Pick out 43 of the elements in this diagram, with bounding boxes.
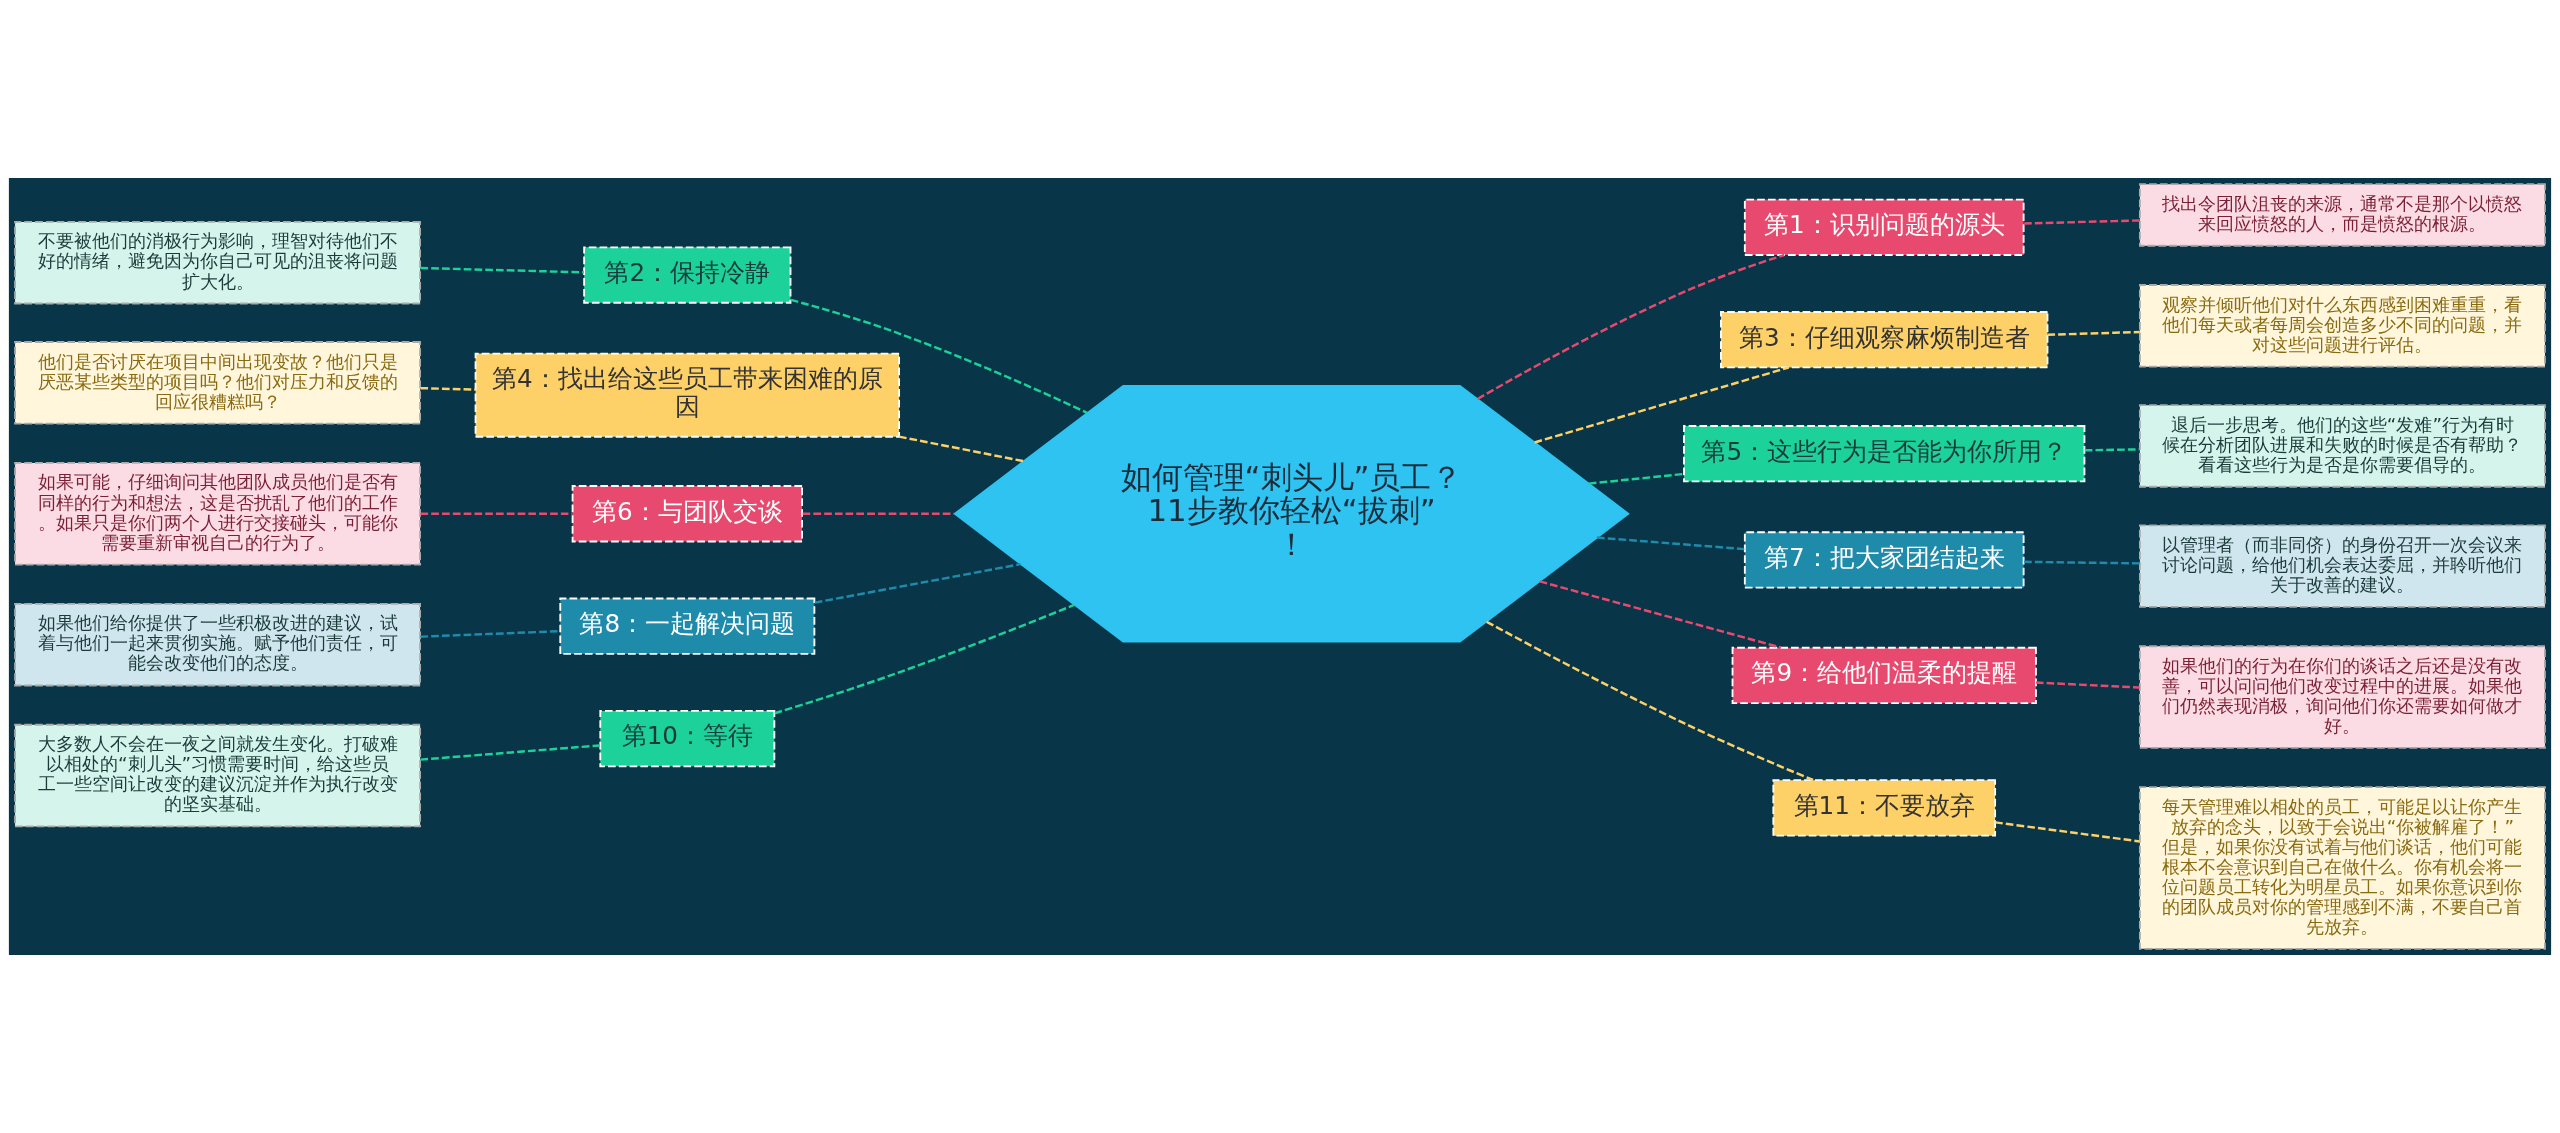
connector (2036, 681, 2140, 689)
node-box: 不要被他们的消极行为影响，理智对待他们不好的情绪，避免因为你自己可见的沮丧将问题扩大化。 (14, 220, 422, 305)
connector (420, 512, 573, 515)
node-box: 第4：找出给这些员工带来困难的原因 (474, 352, 900, 438)
node-box: 第10：等待 (599, 709, 776, 768)
connector (420, 744, 600, 761)
connector (420, 386, 476, 391)
node-box: 第7：把大家团结起来 (1743, 531, 2025, 589)
connector (420, 266, 584, 274)
node-box: 以管理者（而非同侪）的身份召开一次会议来讨论问题，给他们机会表达委屈，并聆听他们关于改善的建议。 (2138, 524, 2546, 608)
connector (774, 603, 1075, 715)
node-box: 第3：仔细观察麻烦制造者 (1720, 311, 2049, 369)
node-box: 观察并倾听他们对什么东西感到困难重重，看他们每天或者每周会创造多少不同的问题，并对这些问题进行评估。 (2138, 284, 2546, 368)
node-box: 如果他们的行为在你们的谈话之后还是没有改善，可以问问他们改变过程中的进展。如果他们仍然表现消极，询问他们你还需要如何做才好。 (2138, 645, 2546, 749)
node-box: 退后一步思考。他们的这些“发难”行为有时候在分析团队进展和失败的时候是否有帮助？看看这些行为是否是你需要倡导的。 (2138, 404, 2546, 488)
connector (1995, 821, 2140, 843)
connector (790, 298, 1088, 414)
connector (814, 562, 1021, 604)
connector (1486, 620, 1814, 782)
node-box: 大多数人不会在一夜之间就发生变化。打破难以相处的“刺儿头”习惯需要时间，给这些员工一些空间让改变的建议沉淀并作为执行改变的坚实基础。 (14, 723, 422, 828)
node-box: 第6：与团队交谈 (571, 485, 803, 543)
connector (1476, 253, 1785, 401)
node-box: 第2：保持冷静 (583, 246, 792, 304)
connector (1588, 472, 1684, 485)
connector (898, 435, 1025, 463)
node-box: 第1：识别问题的源头 (1743, 198, 2025, 256)
node-box: 第5：这些行为是否能为你所用？ (1683, 425, 2086, 483)
node-box: 找出令团队沮丧的来源，通常不是那个以愤怒来回应愤怒的人，而是愤怒的根源。 (2138, 183, 2546, 247)
connector (2084, 448, 2140, 452)
connector (420, 629, 560, 638)
node-box: 第8：一起解决问题 (559, 597, 816, 655)
connector (1596, 536, 1745, 551)
connector (1539, 580, 1782, 649)
connector (2024, 219, 2140, 225)
node-box: 第9：给他们温柔的提醒 (1731, 646, 2037, 705)
node-box: 第11：不要放弃 (1772, 779, 1997, 837)
node-box: 每天管理难以相处的员工，可能足以让你产生放弃的念头，以致于会说出“你被解雇了！”但是，如果你没有试着与他们谈话，他们可能根本不会意识到自己在做什么。你有机会将一位问题员工转化为明星员工。如果你意识到你的团队成员对你的管理感到不满，不要自己首先放弃。 (2138, 786, 2546, 950)
connector (2024, 560, 2140, 565)
node-box: 如果他们给你提供了一些积极改进的建议，试着与他们一起来贯彻实施。赋予他们责任，可能会改变他们的态度。 (14, 602, 422, 687)
node-box: 如果可能，仔细询问其他团队成员他们是否有同样的行为和想法，这是否扰乱了他们的工作。如果只是你们两个人进行交接碰头，可能你需要重新审视自己的行为了。 (14, 462, 422, 566)
connector (2047, 330, 2140, 336)
node-box: 他们是否讨厌在项目中间出现变故？他们只是厌恶某些类型的项目吗？他们对压力和反馈的回应很糟糕吗？ (14, 341, 422, 425)
connector (1534, 366, 1789, 444)
